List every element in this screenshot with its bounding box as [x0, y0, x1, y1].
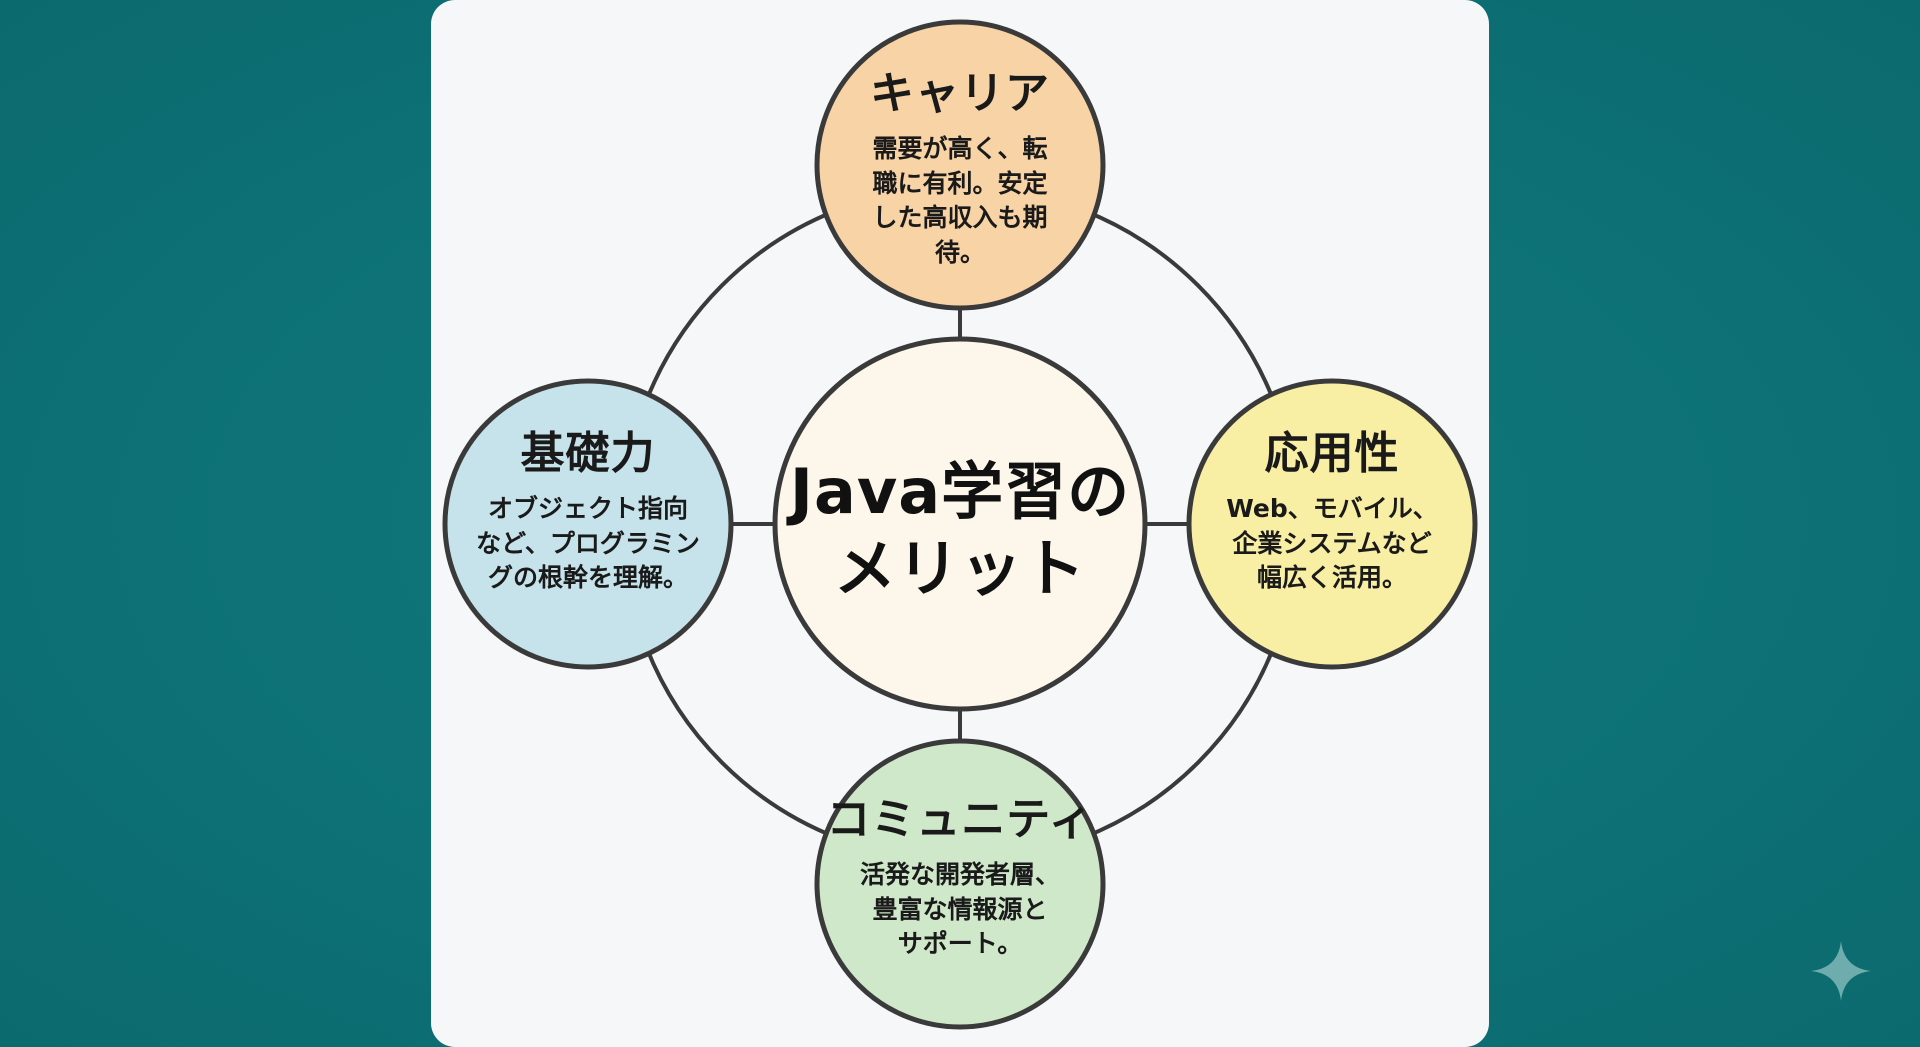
- center-circle: [772, 336, 1148, 712]
- community-description: 活発な開発者層、 豊富な情報源と サポート。: [859, 860, 1060, 959]
- foundation-circle: [442, 378, 734, 670]
- community-title: コミュニティ: [826, 794, 1094, 845]
- application-node: 応用性 Web、モバイル、 企業システムなど 幅広く活用。: [1192, 428, 1472, 630]
- center-title: Java学習の メリット: [789, 454, 1131, 606]
- foundation-description: オブジェクト指向 など、プログラミン グの根幹を理解。: [476, 494, 700, 593]
- diagram-canvas: [442, 19, 1478, 1030]
- foundation-title: 基礎力: [520, 428, 656, 479]
- sparkle-icon: [1811, 941, 1871, 1001]
- application-title: 応用性: [1264, 428, 1400, 479]
- career-circle: [814, 19, 1106, 311]
- center-label: Java学習の メリット: [785, 440, 1135, 620]
- community-circle: [814, 738, 1106, 1030]
- community-node: コミュニティ 活発な開発者層、 豊富な情報源と サポート。: [820, 794, 1100, 996]
- career-node: キャリア 需要が高く、転 職に有利。安定 した高収入も期 待。: [830, 68, 1090, 310]
- career-title: キャリア: [870, 68, 1050, 119]
- diagram-card: Java学習の メリット キャリア 需要が高く、転 職に有利。安定 した高収入も…: [431, 0, 1489, 1047]
- foundation-node: 基礎力 オブジェクト指向 など、プログラミン グの根幹を理解。: [448, 428, 728, 630]
- application-description: Web、モバイル、 企業システムなど 幅広く活用。: [1226, 494, 1438, 593]
- career-description: 需要が高く、転 職に有利。安定 した高収入も期 待。: [872, 134, 1048, 267]
- application-circle: [1186, 378, 1478, 670]
